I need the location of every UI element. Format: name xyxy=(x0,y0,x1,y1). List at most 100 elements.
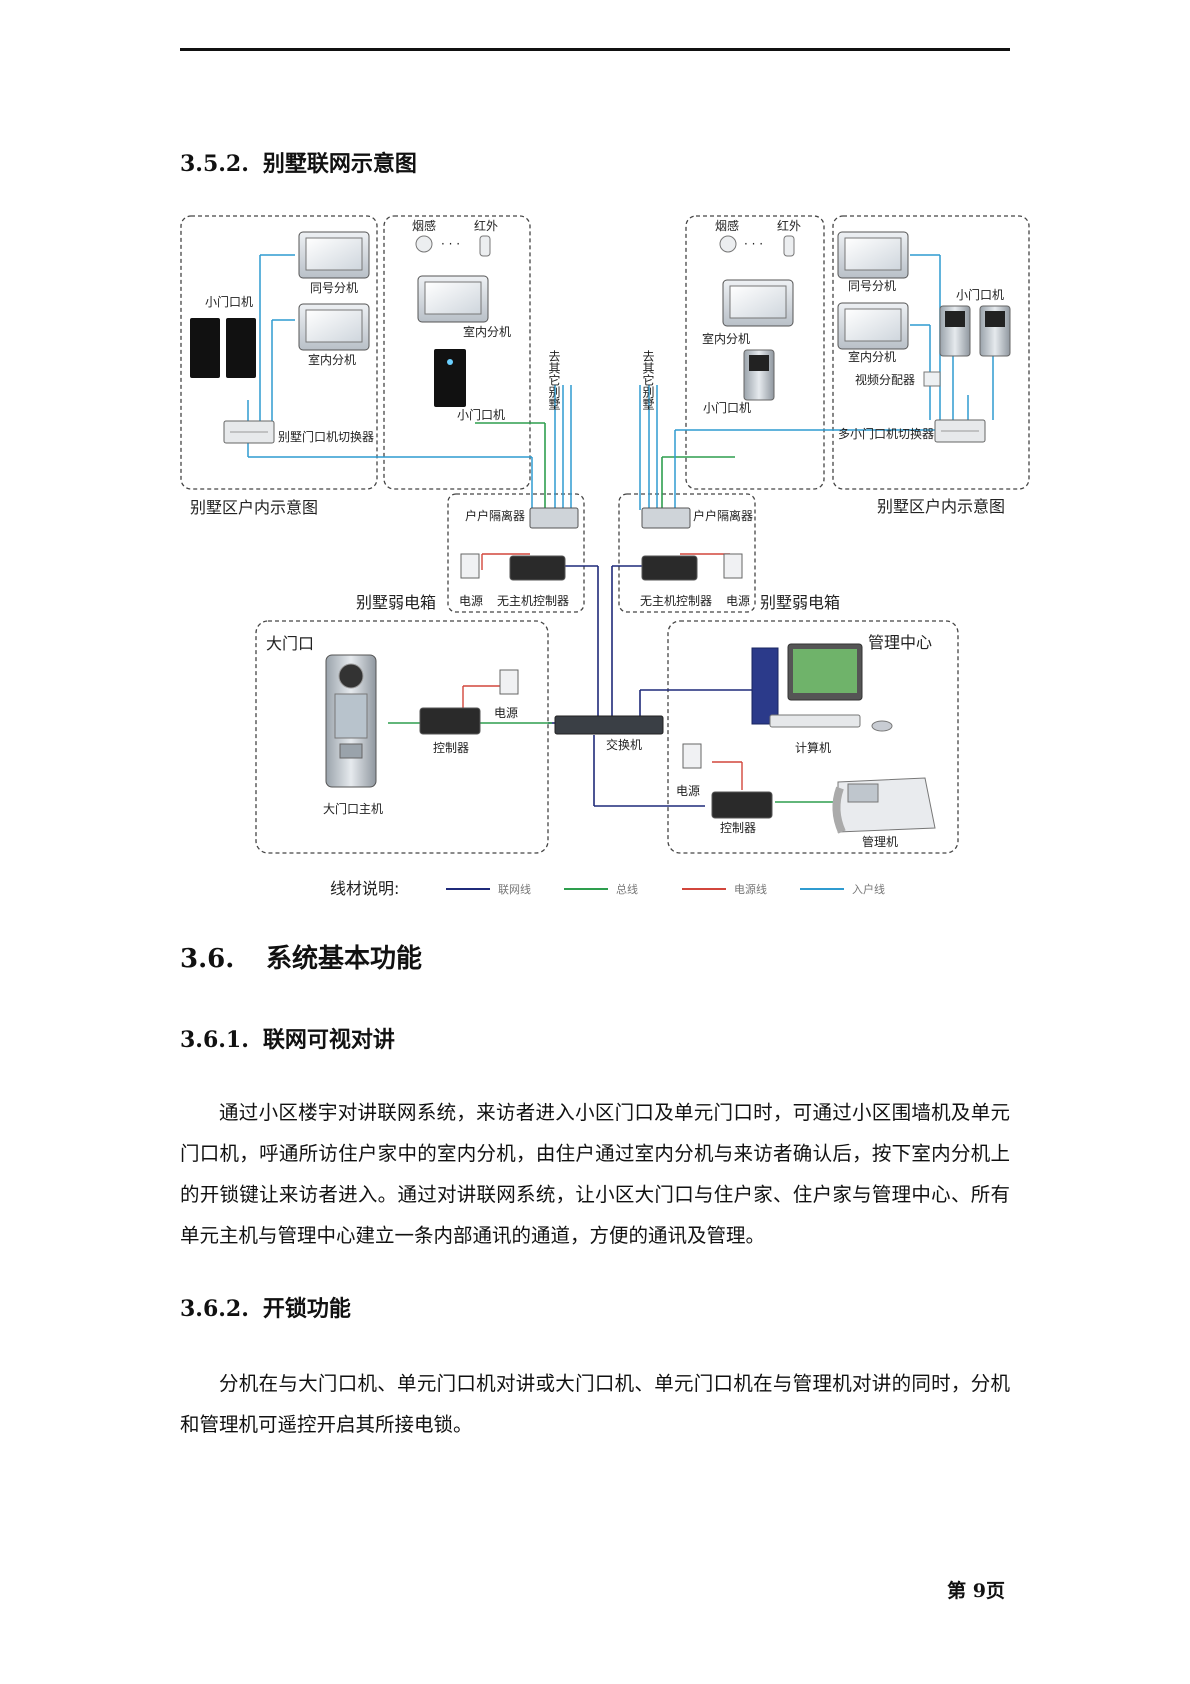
label-small-door-right: 小门口机 xyxy=(956,287,1004,302)
computer-mouse xyxy=(871,720,893,732)
infrared-sensor-right xyxy=(783,235,795,257)
switcher-left xyxy=(223,420,275,444)
small-door-unit-right-2 xyxy=(979,305,1011,357)
left-unit-region xyxy=(383,215,531,490)
power-right xyxy=(723,553,743,579)
label-isolator-right: 户户隔离器 xyxy=(693,508,753,523)
caption-right-indoor: 别墅区户内示意图 xyxy=(877,497,1005,516)
caption-left-indoor: 别墅区户内示意图 xyxy=(190,498,318,517)
smoke-detector-left xyxy=(415,235,433,253)
label-switcher-right: 多小门口机切换器 xyxy=(838,426,934,441)
indoor-extension-monitor-right xyxy=(837,302,909,350)
indoor-extension-monitor-unit-right xyxy=(722,279,794,327)
same-extension-monitor-right xyxy=(837,231,909,279)
caption-left-weak-box: 别墅弱电箱 xyxy=(356,593,436,612)
computer-screen xyxy=(793,649,857,693)
label-main-gate-host: 大门口主机 xyxy=(323,801,383,816)
legend-label: 总线 xyxy=(616,882,638,896)
main-gate-host xyxy=(325,654,377,788)
right-unit-region xyxy=(685,215,825,490)
power-left xyxy=(460,553,480,579)
right-indoor-region xyxy=(832,215,1030,490)
paragraph-3-6-1: 通过小区楼宇对讲联网系统，来访者进入小区门口及单元门口时，可通过小区围墙机及单元… xyxy=(180,1101,1010,1247)
label-to-other-right: 去其它别墅 xyxy=(641,350,655,410)
small-door-unit-right-1 xyxy=(939,305,971,357)
same-extension-monitor-left xyxy=(298,231,370,279)
label-power-right: 电源 xyxy=(726,594,750,608)
smoke-detector-right xyxy=(719,235,737,253)
caption-main-gate: 大门口 xyxy=(266,634,314,653)
label-smoke-left: 烟感 xyxy=(412,218,436,233)
right-weak-box-region xyxy=(618,493,756,613)
label-indoor-extension-unit-left: 室内分机 xyxy=(463,324,511,339)
label-manager-console: 管理机 xyxy=(862,834,898,849)
label-power-center: 电源 xyxy=(676,784,700,798)
legend-title: 线材说明: xyxy=(330,879,399,898)
small-door-unit-left xyxy=(434,349,466,407)
small-door-unit-left-2 xyxy=(226,318,256,378)
indoor-extension-monitor-left xyxy=(298,303,370,351)
computer-tower xyxy=(751,647,779,725)
label-indoor-extension-unit-right: 室内分机 xyxy=(702,331,750,346)
label-video-splitter: 视频分配器 xyxy=(855,372,915,387)
legend-label: 联网线 xyxy=(498,882,531,896)
page-number: 第 9页 xyxy=(947,1580,1005,1602)
label-infrared-left: 红外 xyxy=(474,218,498,233)
label-same-extension-right: 同号分机 xyxy=(848,279,896,293)
video-splitter xyxy=(923,371,941,387)
caption-right-weak-box: 别墅弱电箱 xyxy=(760,593,840,612)
label-to-other-left: 去其它别墅 xyxy=(547,350,561,410)
label-indoor-extension-right: 室内分机 xyxy=(848,349,896,364)
label-small-door-left: 小门口机 xyxy=(205,294,253,309)
label-same-extension-left: 同号分机 xyxy=(310,281,358,295)
manager-console xyxy=(832,777,936,834)
heading-3-6: 3.6.系统基本功能 xyxy=(180,944,423,974)
indoor-extension-monitor-unit-left xyxy=(417,275,489,323)
isolator-left xyxy=(529,507,579,529)
controller-left xyxy=(509,555,566,581)
controller-main-gate xyxy=(419,707,481,735)
isolator-right xyxy=(641,507,691,529)
label-network-switch: 交换机 xyxy=(606,737,642,752)
controller-right xyxy=(641,555,698,581)
small-door-unit-left-1 xyxy=(190,318,220,378)
label-small-door-unit-right: 小门口机 xyxy=(703,400,751,415)
small-door-camera-right xyxy=(749,355,769,371)
small-door-lens-left xyxy=(447,359,453,365)
network-switch xyxy=(554,715,664,735)
label-power-main-gate: 电源 xyxy=(494,706,518,720)
management-center-region xyxy=(667,620,959,854)
left-weak-box-region xyxy=(447,493,585,613)
heading-3-6-2: 3.6.2.开锁功能 xyxy=(180,1296,351,1322)
label-infrared-right: 红外 xyxy=(777,218,801,233)
label-controller-center: 控制器 xyxy=(720,821,756,835)
main-gate-region xyxy=(255,620,549,854)
label-controller-left: 无主机控制器 xyxy=(497,594,569,608)
legend-label: 电源线 xyxy=(734,882,767,896)
computer-keyboard xyxy=(769,714,861,728)
label-smoke-right: 烟感 xyxy=(715,218,739,233)
header-rule xyxy=(180,48,1010,51)
switcher-right xyxy=(934,419,986,443)
label-computer: 计算机 xyxy=(795,740,831,755)
infrared-sensor-left xyxy=(479,235,491,257)
label-isolator-left: 户户隔离器 xyxy=(465,508,525,523)
label-switcher-left: 别墅门口机切换器 xyxy=(278,429,374,444)
villa-network-diagram: 同号分机 室内分机 小门口机 别墅门口机切换器 别墅区户内示意图 烟感 红外 ·… xyxy=(180,215,1030,898)
label-power-left: 电源 xyxy=(459,594,483,608)
label-small-door-unit-left: 小门口机 xyxy=(457,407,505,422)
dots-left: · · · xyxy=(441,237,460,251)
label-controller-main-gate: 控制器 xyxy=(433,741,469,755)
heading-3-5-2: 3.5.2.别墅联网示意图 xyxy=(180,151,417,177)
dots-right: · · · xyxy=(744,237,763,251)
power-center xyxy=(682,743,702,769)
paragraph-3-6-2: 分机在与大门口机、单元门口机对讲或大门口机、单元门口机在与管理机对讲的同时，分机… xyxy=(180,1372,1010,1436)
legend-items: 联网线 总线 电源线 入户线 xyxy=(446,882,885,896)
legend-label: 入户线 xyxy=(852,882,885,896)
caption-management-center: 管理中心 xyxy=(868,633,932,652)
label-controller-right: 无主机控制器 xyxy=(640,594,712,608)
power-main-gate xyxy=(499,669,519,695)
controller-center xyxy=(711,791,773,819)
heading-3-6-1: 3.6.1.联网可视对讲 xyxy=(180,1027,395,1053)
label-indoor-extension-left: 室内分机 xyxy=(308,352,356,367)
